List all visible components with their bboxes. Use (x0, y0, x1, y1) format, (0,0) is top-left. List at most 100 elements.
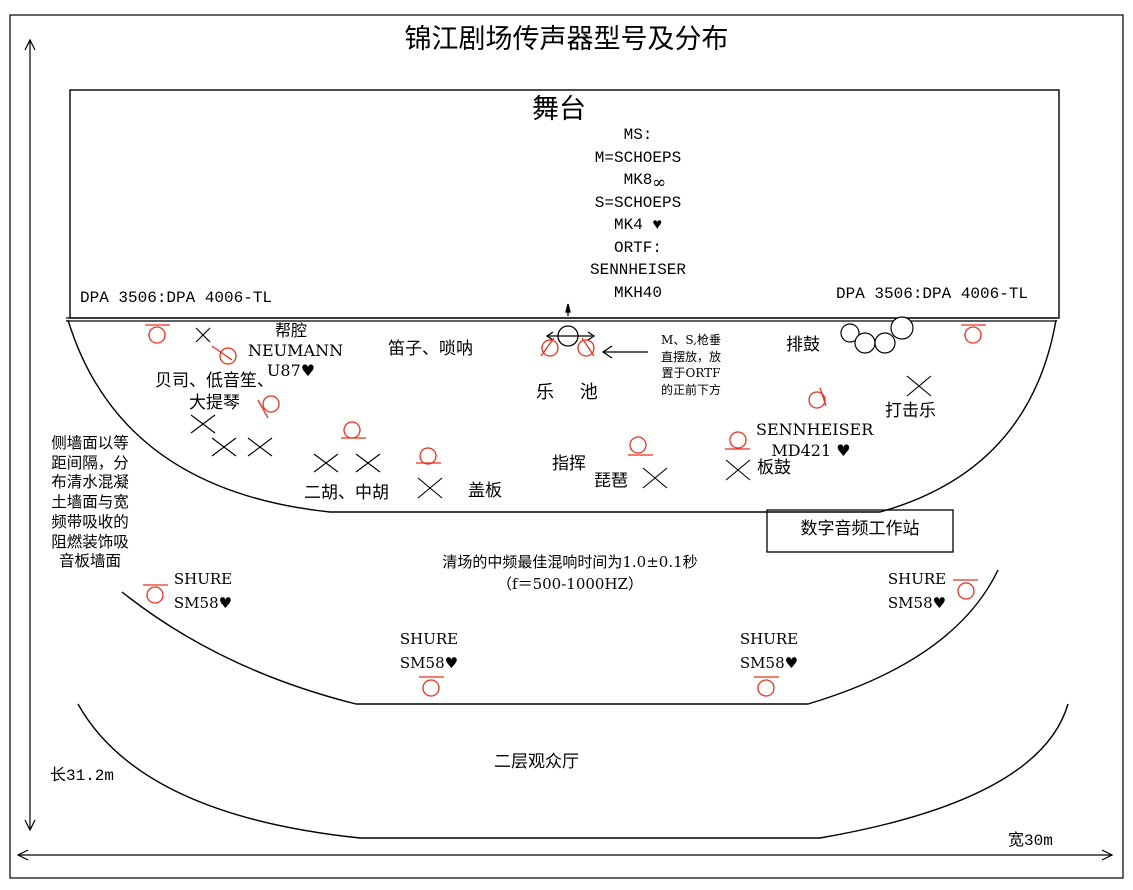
x-mark (195, 327, 211, 343)
gaiban-label: 盖板 (468, 481, 502, 501)
x-mark (190, 414, 216, 434)
side-wall-line: 布清水混凝 (51, 473, 129, 492)
shure-label-mid-right: SHURE SM58♥ (736, 627, 802, 675)
note-line: 直摆放，放 (660, 349, 721, 364)
placement-note: M、S,枪垂 直摆放，放 置于ORTF 的正前下方 (650, 332, 732, 398)
sennheiser-line: MD421 ♥ (771, 441, 851, 460)
x-mark (247, 437, 273, 457)
ms-line: MK8 (623, 171, 653, 189)
outer-border (9, 14, 1124, 879)
ms-line: S=SCHOEPS (594, 193, 682, 212)
mic-icon (143, 584, 168, 604)
width-arrow (16, 849, 1114, 861)
workstation-label: 数字音频工作站 (800, 519, 920, 539)
stage-label: 舞台 (532, 94, 586, 125)
note-line: 置于ORTF (661, 366, 721, 380)
reverb-line: （f＝500-1000HZ） (497, 575, 643, 593)
mic-icon (341, 421, 366, 439)
mic-icon (725, 431, 750, 450)
x-mark (725, 459, 751, 481)
x-mark (313, 453, 339, 473)
mic-icon (808, 387, 827, 409)
balcony-arc (77, 703, 1069, 839)
stage-right-mics: DPA 3506:DPA 4006-TL (836, 285, 1029, 303)
zhihui-label: 指挥 (552, 454, 586, 474)
mic-icon (257, 395, 280, 419)
balcony-label: 二层观众厅 (494, 752, 579, 772)
side-wall-line: 侧墙面以等 (51, 434, 129, 452)
bangu-label: 板鼓 (757, 458, 791, 478)
ms-line: ORTF: (613, 238, 662, 257)
workstation-box (766, 509, 954, 553)
player-markers (190, 327, 932, 499)
note-line: 的正前下方 (660, 382, 721, 397)
shure-label-right: SHURE SM58♥ (884, 567, 950, 615)
bangqiang-line: 帮腔 (274, 321, 307, 340)
mic-icon (754, 676, 779, 697)
x-mark (417, 477, 443, 499)
dizi-label: 笛子、唢呐 (388, 339, 473, 359)
shure-line: SHURE (399, 630, 459, 648)
shure-label-left: SHURE SM58♥ (170, 567, 236, 615)
ms-line: M=SCHOEPS (594, 148, 682, 167)
pit-outline (67, 319, 1057, 513)
x-mark (642, 467, 668, 489)
mic-icon (577, 337, 595, 357)
x-mark (355, 453, 381, 473)
shure-line: SHURE (173, 570, 233, 588)
length-arrow (24, 38, 36, 832)
width-label: 宽30m (1008, 832, 1053, 850)
diagram-title: 锦江剧场传声器型号及分布 (404, 24, 729, 55)
mic-icon (211, 345, 237, 365)
side-wall-line: 距间隔，分 (51, 453, 129, 472)
shure-line: SM58♥ (887, 594, 947, 612)
shure-line: SM58♥ (173, 594, 233, 612)
shure-line: SM58♥ (739, 654, 799, 672)
dajiyue-label: 打击乐 (885, 401, 936, 421)
mic-symbols (143, 324, 986, 697)
reverb-line: 清场的中频最佳混响时间为1.0±0.1秒 (442, 553, 698, 571)
beisi-line: 大提琴 (189, 393, 240, 413)
side-wall-line: 频带吸收的 (51, 512, 129, 531)
erhu-label: 二胡、中胡 (304, 483, 389, 503)
pipa-label: 琵琶 (594, 471, 628, 491)
mic-icon (419, 676, 444, 697)
beisi-label: 贝司、低音笙、 大提琴 (132, 370, 297, 414)
x-mark (906, 375, 932, 397)
paigu-drums (840, 316, 914, 354)
mic-icon (540, 337, 559, 357)
beisi-line: 贝司、低音笙、 (155, 371, 274, 391)
note-line: M、S,枪垂 (661, 333, 721, 347)
side-wall-line: 阻燃装饰吸 (51, 532, 129, 551)
pit-label: 乐 池 (536, 382, 598, 403)
stage-left-mics: DPA 3506:DPA 4006-TL (80, 289, 273, 307)
figure8-icon: ∞ (652, 173, 667, 193)
shure-label-mid-left: SHURE SM58♥ (396, 627, 462, 675)
mic-icon (416, 447, 441, 465)
bangqiang-line: U87♥ (266, 361, 316, 380)
ms-line: MKH40 (613, 283, 662, 302)
x-mark (211, 437, 237, 457)
side-wall-line: 音板墙面 (58, 552, 121, 571)
ms-ortf-spec: MS: M=SCHOEPS MK8 S=SCHOEPS MK4 ♥ ORTF: … (538, 124, 738, 304)
mic-icon (145, 324, 170, 344)
audience-arc-1 (121, 569, 999, 705)
center-mic-assembly (545, 303, 596, 347)
ms-line: MK4 ♥ (613, 216, 662, 234)
reverb-note: 清场的中频最佳混响时间为1.0±0.1秒 （f＝500-1000HZ） (380, 551, 760, 595)
mic-icon (628, 436, 653, 456)
side-wall-line: 土墙面与宽 (51, 493, 129, 512)
mic-icon (961, 324, 986, 344)
length-label: 长31.2m (50, 767, 115, 785)
shure-line: SM58♥ (399, 654, 459, 672)
side-wall-note: 侧墙面以等 距间隔，分 布清水混凝 土墙面与宽 频带吸收的 阻燃装饰吸 音板墙面 (40, 434, 140, 572)
shure-line: SHURE (887, 570, 947, 588)
bangqiang-label: 帮腔 NEUMANN U87♥ (248, 321, 344, 381)
ms-line: SENNHEISER (589, 261, 686, 279)
mic-icon (953, 579, 978, 600)
shure-line: SHURE (739, 630, 799, 648)
paigu-label: 排鼓 (786, 335, 820, 355)
bangqiang-line: NEUMANN (248, 341, 344, 360)
